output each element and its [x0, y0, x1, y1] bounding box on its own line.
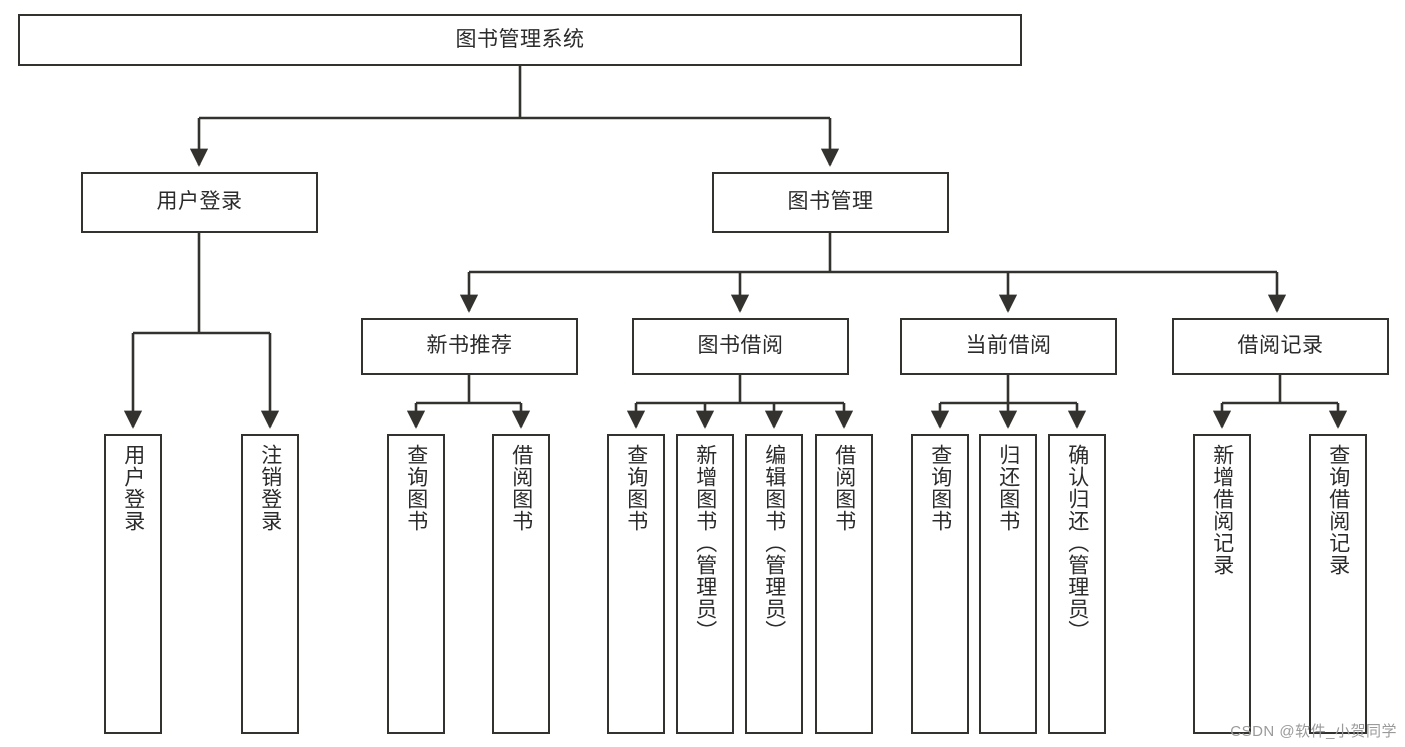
leaf-book-borrow-add[interactable]: 新增图书（管理员）	[676, 434, 734, 734]
node-book-manage-label: 图书管理	[787, 190, 874, 214]
node-current-borrow-label: 当前借阅	[965, 334, 1052, 358]
watermark-text: CSDN @软件_小贺同学	[1230, 723, 1397, 740]
leaf-current-borrow-confirm[interactable]: 确认归还（管理员）	[1048, 434, 1106, 734]
node-book-borrow-label: 图书借阅	[697, 334, 784, 358]
node-new-book-recommend[interactable]: 新书推荐	[361, 318, 578, 375]
leaf-user-login-logout-label: 注销登录	[258, 444, 282, 532]
leaf-user-login-logout[interactable]: 注销登录	[241, 434, 299, 734]
leaf-book-borrow-edit-label: 编辑图书（管理员）	[762, 444, 786, 642]
leaf-book-borrow-edit[interactable]: 编辑图书（管理员）	[745, 434, 803, 734]
node-current-borrow[interactable]: 当前借阅	[900, 318, 1117, 375]
node-book-manage[interactable]: 图书管理	[712, 172, 949, 233]
leaf-records-add[interactable]: 新增借阅记录	[1193, 434, 1251, 734]
leaf-records-query[interactable]: 查询借阅记录	[1309, 434, 1367, 734]
leaf-new-book-borrow-label: 借阅图书	[509, 444, 533, 532]
node-book-borrow[interactable]: 图书借阅	[632, 318, 849, 375]
leaf-book-borrow-borrow[interactable]: 借阅图书	[815, 434, 873, 734]
leaf-records-add-label: 新增借阅记录	[1210, 444, 1234, 576]
node-root-label: 图书管理系统	[455, 27, 585, 51]
node-root[interactable]: 图书管理系统	[18, 14, 1022, 66]
leaf-current-borrow-return[interactable]: 归还图书	[979, 434, 1037, 734]
leaf-book-borrow-query[interactable]: 查询图书	[607, 434, 665, 734]
node-new-book-recommend-label: 新书推荐	[426, 334, 513, 358]
leaf-records-query-label: 查询借阅记录	[1326, 444, 1350, 576]
leaf-user-login-login-label: 用户登录	[121, 444, 145, 532]
leaf-current-borrow-confirm-label: 确认归还（管理员）	[1065, 444, 1089, 642]
leaf-new-book-borrow[interactable]: 借阅图书	[492, 434, 550, 734]
leaf-current-borrow-return-label: 归还图书	[996, 444, 1020, 532]
node-borrow-records[interactable]: 借阅记录	[1172, 318, 1389, 375]
leaf-book-borrow-borrow-label: 借阅图书	[832, 444, 856, 532]
leaf-current-borrow-query-label: 查询图书	[928, 444, 952, 532]
node-user-login[interactable]: 用户登录	[81, 172, 318, 233]
leaf-current-borrow-query[interactable]: 查询图书	[911, 434, 969, 734]
leaf-new-book-query-label: 查询图书	[404, 444, 428, 532]
node-user-login-label: 用户登录	[156, 190, 243, 214]
leaf-user-login-login[interactable]: 用户登录	[104, 434, 162, 734]
leaf-book-borrow-add-label: 新增图书（管理员）	[693, 444, 717, 642]
leaf-book-borrow-query-label: 查询图书	[624, 444, 648, 532]
node-borrow-records-label: 借阅记录	[1237, 334, 1324, 358]
leaf-new-book-query[interactable]: 查询图书	[387, 434, 445, 734]
